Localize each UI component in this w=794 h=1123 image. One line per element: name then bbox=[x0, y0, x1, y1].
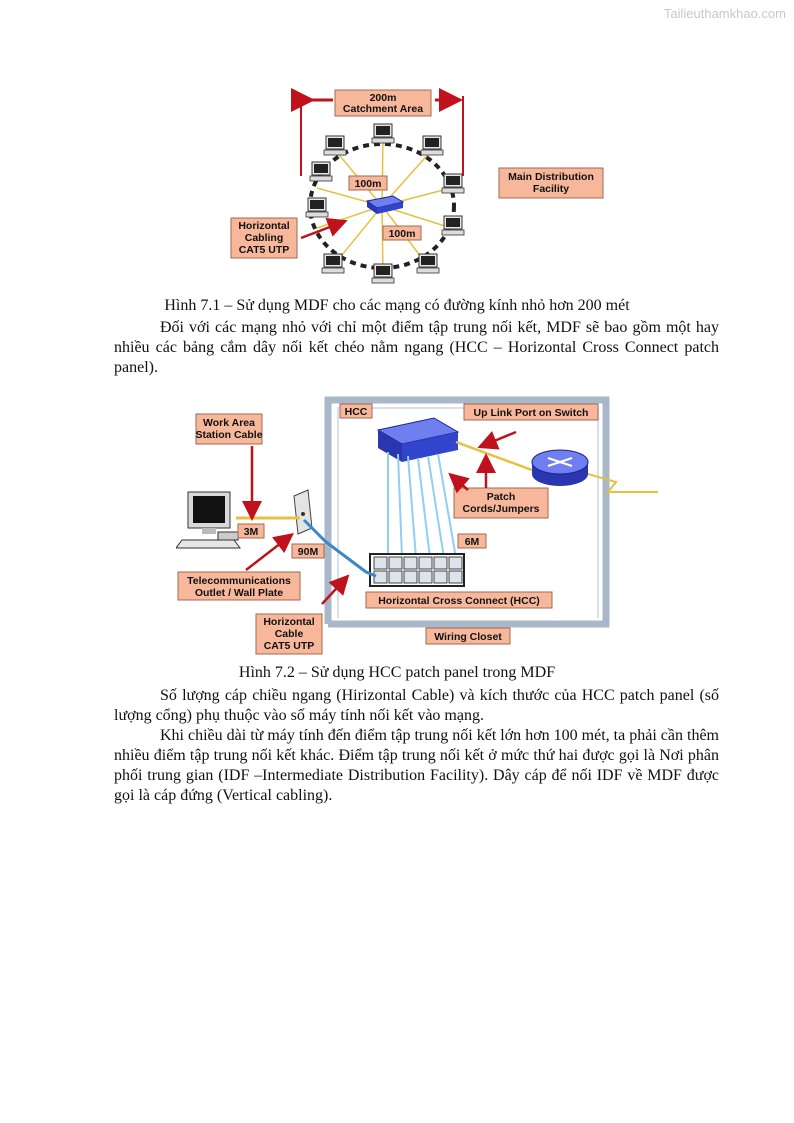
cable-label-3: CAT5 UTP bbox=[239, 244, 290, 256]
router-icon bbox=[531, 449, 589, 486]
switch-icon bbox=[365, 195, 405, 214]
switch-icon bbox=[376, 417, 460, 462]
patch-label-1: Patch bbox=[487, 491, 516, 503]
length-6m-label: 6M bbox=[465, 536, 480, 548]
figure-mdf-diagram: 200m Catchment Area 100m 100m Main Distr… bbox=[230, 88, 604, 284]
figure2-caption: Hình 7.2 – Sử dụng HCC patch panel trong… bbox=[238, 664, 556, 681]
hcable-label-3: CAT5 UTP bbox=[264, 640, 315, 652]
patch-panel bbox=[369, 553, 465, 587]
mdf-label-2: Facility bbox=[533, 183, 569, 195]
length-3m-label: 3M bbox=[244, 526, 259, 538]
watermark: Tailieuthamkhao.com bbox=[663, 6, 786, 21]
catchment-label-1: 200m bbox=[370, 92, 397, 104]
patch-cords bbox=[387, 452, 457, 559]
telecom-label-1: Telecommunications bbox=[187, 575, 291, 587]
cable-label-2: Cabling bbox=[245, 232, 284, 244]
computer-icon bbox=[176, 491, 241, 549]
hcable-label-1: Horizontal bbox=[263, 616, 314, 628]
wiring-closet-label: Wiring Closet bbox=[434, 631, 502, 643]
radius-label-upper: 100m bbox=[355, 178, 382, 190]
uplink-label: Up Link Port on Switch bbox=[474, 407, 589, 419]
figure-hcc-diagram: Work Area Station Cable HCC Up Link Port… bbox=[176, 396, 658, 655]
hcc-short-label: HCC bbox=[345, 406, 368, 418]
mdf-label-1: Main Distribution bbox=[508, 171, 594, 183]
hcc-full-label: Horizontal Cross Connect (HCC) bbox=[378, 595, 540, 607]
hcable-label-2: Cable bbox=[275, 628, 304, 640]
patch-label-2: Cords/Jumpers bbox=[462, 503, 539, 515]
work-area-label-2: Station Cable bbox=[195, 429, 262, 441]
cable-label-1: Horizontal bbox=[238, 220, 289, 232]
radius-label-lower: 100m bbox=[389, 228, 416, 240]
telecom-label-2: Outlet / Wall Plate bbox=[195, 587, 283, 599]
catchment-label-2: Catchment Area bbox=[343, 103, 423, 115]
figure1-caption: Hình 7.1 – Sử dụng MDF cho các mạng có đ… bbox=[164, 297, 630, 314]
paragraph-idf: Khi chiều dài từ máy tính đến điểm tập t… bbox=[114, 727, 719, 804]
paragraph-cable-count: Số lượng cáp chiều ngang (Hirizontal Cab… bbox=[114, 687, 719, 724]
length-90m-label: 90M bbox=[298, 546, 319, 558]
work-area-label-1: Work Area bbox=[203, 417, 255, 429]
paragraph-hcc-intro: Đối với các mạng nhỏ với chỉ một điểm tậ… bbox=[114, 319, 719, 376]
